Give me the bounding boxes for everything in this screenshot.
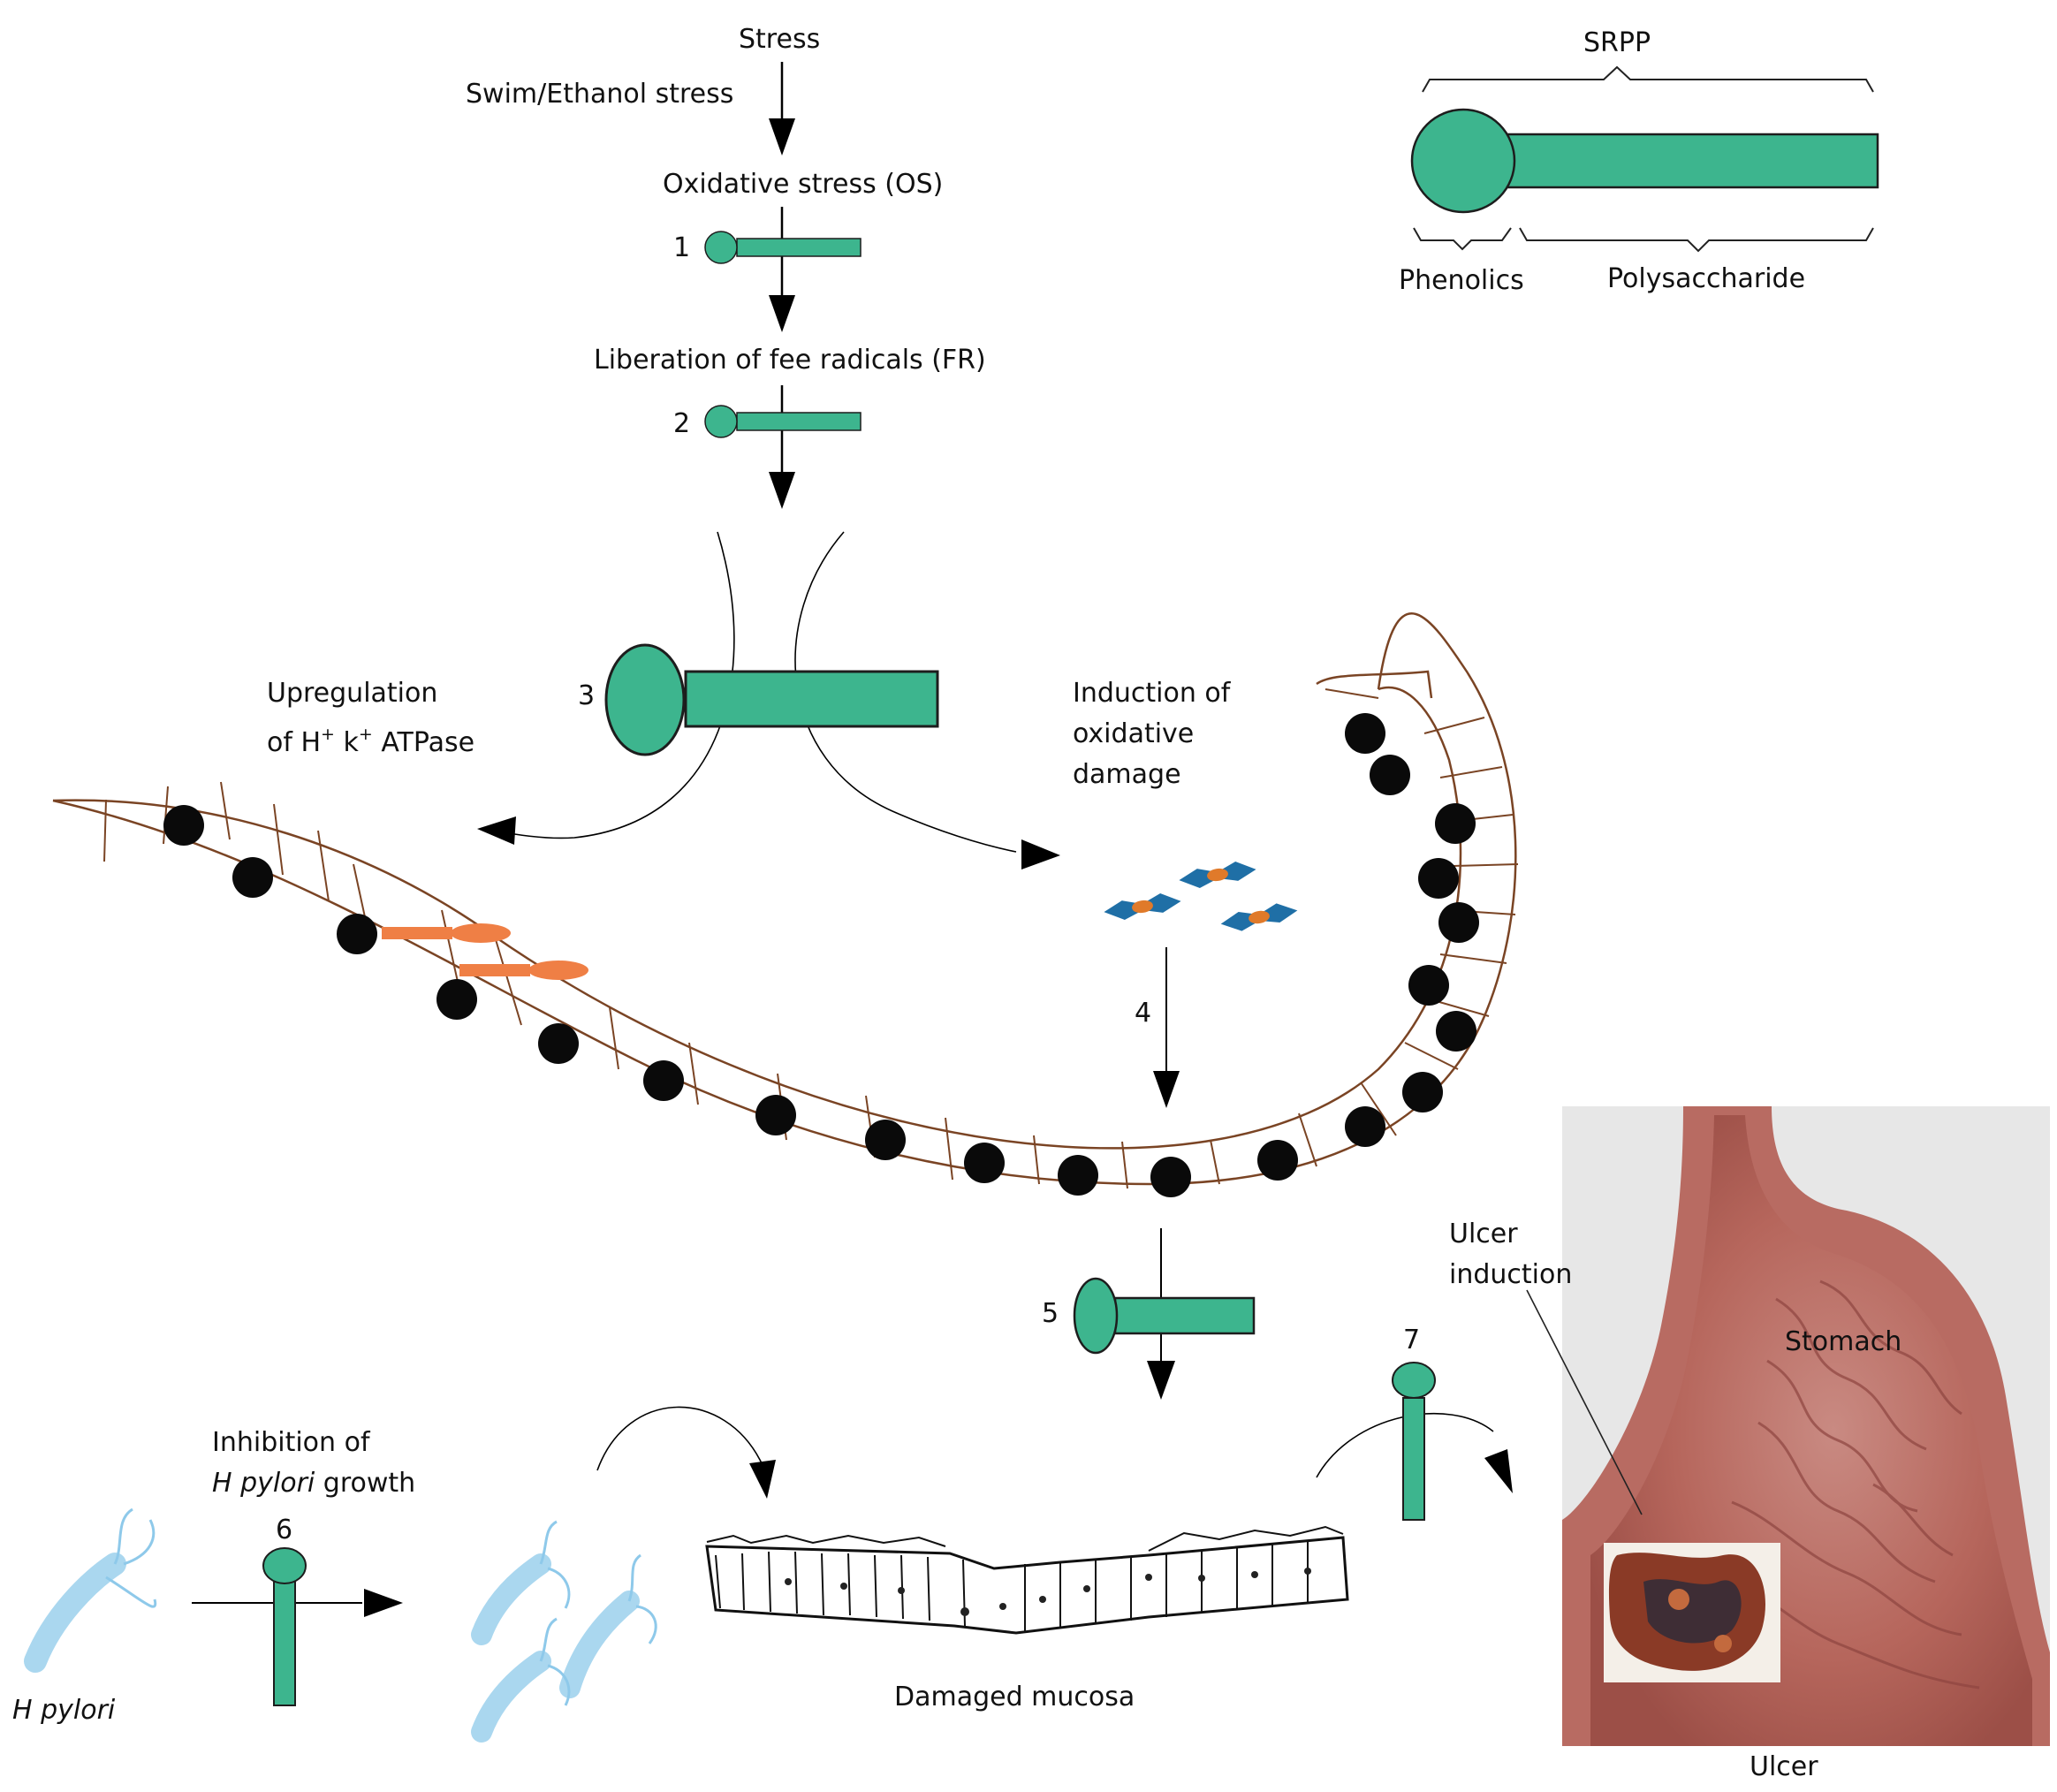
label-inhibition: Inhibition of H pylori growth (212, 1423, 415, 1504)
arrowhead-3 (769, 472, 795, 509)
polysaccharide-brace (1519, 227, 1874, 253)
ulcer-induction-line1: Ulcer (1449, 1219, 1518, 1249)
stomach-folds (1713, 1279, 1980, 1689)
cell-nucleus (1370, 755, 1410, 795)
label-stomach: Stomach (1785, 1326, 1902, 1357)
step-1: 1 (673, 232, 691, 263)
cell-nucleus (337, 914, 377, 954)
arrowhead-to-stomach (1484, 1449, 1513, 1493)
srpp-molecule-step2 (704, 405, 862, 438)
curve-right-to-induction (794, 531, 1017, 853)
free-radical-icon (1104, 862, 1298, 931)
label-ulcer: Ulcer (1750, 1751, 1818, 1782)
cell-nucleus (964, 1143, 1005, 1183)
srpp-molecule-step7 (1392, 1362, 1436, 1521)
arrowhead-to-mucosa (749, 1460, 776, 1499)
curve-bacteria-to-mucosa (596, 1406, 763, 1471)
srpp-brace (1422, 65, 1874, 93)
label-liberation: Liberation of fee radicals (FR) (594, 345, 986, 376)
arrowhead-induction (1021, 839, 1060, 869)
ulcer-photo-inset (1604, 1543, 1780, 1682)
cell-nucleus (1345, 1106, 1385, 1147)
epithelium-band (52, 612, 1519, 1197)
cell-nucleus (1058, 1155, 1098, 1196)
arrowhead-upregulation (477, 816, 516, 845)
cell-nucleus (1418, 858, 1459, 899)
cell-nucleus (1438, 902, 1479, 943)
h-pylori-bacterium-icon (24, 1507, 157, 1673)
step-7: 7 (1403, 1325, 1421, 1355)
cell-nucleus (1345, 713, 1385, 754)
induction-line1: Induction of (1073, 678, 1231, 709)
upregulation-line2: of H+ k+ ATPase (267, 725, 475, 758)
label-damaged-mucosa: Damaged mucosa (894, 1682, 1135, 1712)
label-swim-ethanol: Swim/Ethanol stress (466, 79, 734, 110)
induction-line2: oxidative (1073, 718, 1195, 749)
arrowhead-2 (769, 295, 795, 332)
srpp-molecule-step1 (704, 231, 862, 264)
step-5: 5 (1042, 1298, 1059, 1329)
cell-nucleus (1257, 1140, 1298, 1181)
cell-nucleus (865, 1120, 906, 1160)
label-ulcer-induction: Ulcer induction (1449, 1214, 1572, 1295)
cell-nucleus (1408, 965, 1449, 1006)
srpp-step3-head (604, 643, 686, 756)
proton-pump-icon (382, 923, 588, 980)
label-phenolics: Phenolics (1399, 265, 1524, 296)
label-upregulation: Upregulation of H+ k+ ATPase (267, 673, 474, 763)
inhibition-line2: H pylori growth (212, 1468, 416, 1499)
cell-nucleus (538, 1023, 579, 1064)
label-polysaccharide: Polysaccharide (1607, 263, 1806, 294)
cell-nucleus (163, 805, 204, 846)
cell-nucleus (643, 1060, 684, 1101)
top-pathway (704, 62, 862, 509)
upregulation-line1: Upregulation (267, 678, 438, 709)
label-h-pylori: H pylori (12, 1695, 116, 1726)
damaged-mucosa-strip (705, 1525, 1349, 1635)
srpp-molecule-step5 (1073, 1277, 1256, 1355)
cell-nucleus (1436, 1011, 1476, 1052)
srpp-legend (1410, 65, 1879, 253)
label-stress: Stress (739, 24, 821, 55)
curve-to-stomach (1316, 1412, 1494, 1478)
h-pylori-cluster (471, 1520, 657, 1743)
step-3: 3 (578, 680, 596, 711)
nuclei (163, 713, 1479, 1197)
srpp-legend-tail (1505, 133, 1879, 189)
label-induction: Induction of oxidative damage (1073, 673, 1230, 795)
cell-nucleus (1402, 1072, 1443, 1112)
label-srpp: SRPP (1583, 27, 1651, 58)
cell-nucleus (232, 857, 273, 898)
arrowhead-step4 (1153, 1071, 1180, 1108)
cell-nucleus (1150, 1157, 1191, 1197)
arrowhead-1 (769, 118, 795, 156)
stomach-illustration (1526, 1106, 2050, 1746)
epithelium-top-edge (1316, 670, 1433, 699)
phenolics-brace (1413, 227, 1512, 251)
step-4: 4 (1135, 998, 1152, 1029)
ulcer-induction-pointer (1526, 1289, 1643, 1515)
srpp-molecule-step6 (262, 1547, 307, 1706)
damaged-mucosa-nuclei (785, 1568, 1311, 1616)
srpp-step3-tail (684, 670, 939, 728)
arrowhead-step6 (364, 1589, 403, 1617)
srpp-legend-head (1410, 108, 1516, 214)
curve-left-to-upregulation (494, 531, 735, 839)
induction-line3: damage (1073, 759, 1181, 790)
cell-nucleus (755, 1095, 796, 1135)
label-oxidative-stress: Oxidative stress (OS) (663, 169, 944, 200)
step-2: 2 (673, 408, 691, 439)
arrowhead-step5 (1147, 1361, 1175, 1400)
cell-nucleus (436, 979, 477, 1020)
ulcer-induction-line2: induction (1449, 1259, 1573, 1290)
cell-nucleus (1435, 803, 1476, 844)
srpp-step3-group (477, 531, 1060, 869)
step-6: 6 (276, 1515, 293, 1545)
inhibition-line1: Inhibition of (212, 1427, 370, 1458)
